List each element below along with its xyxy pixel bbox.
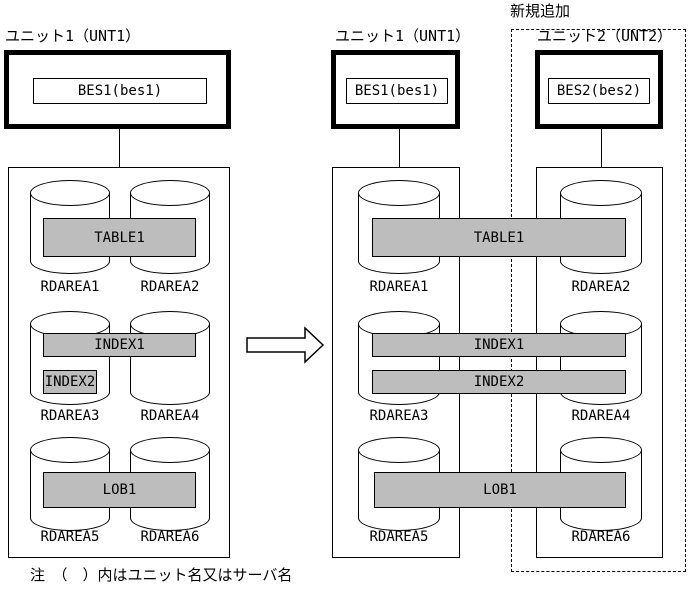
label-after-rdarea4: RDAREA4 xyxy=(571,408,631,424)
cylinder-rdarea4 xyxy=(130,311,210,405)
after-connector-line-unit1 xyxy=(399,104,400,167)
before-connector-line xyxy=(119,104,120,167)
after-unit2-label: ユニット2（UNT2） xyxy=(537,27,673,45)
before-band-index1: INDEX1 xyxy=(43,333,196,357)
label-rdarea4: RDAREA4 xyxy=(140,408,200,424)
label-after-rdarea2: RDAREA2 xyxy=(571,279,631,295)
before-unit-label: ユニット1（UNT1） xyxy=(5,27,141,45)
before-band-table1: TABLE1 xyxy=(43,218,196,257)
label-after-rdarea3: RDAREA3 xyxy=(369,408,429,424)
transition-arrow-icon xyxy=(246,326,325,364)
before-band-index2: INDEX2 xyxy=(43,370,97,394)
new-addition-label: 新規追加 xyxy=(510,2,571,20)
after-band-lob1: LOB1 xyxy=(374,472,626,508)
after-band-table1: TABLE1 xyxy=(372,218,626,257)
after-band-index2: INDEX2 xyxy=(372,370,626,394)
after-unit1-label: ユニット1（UNT1） xyxy=(335,27,471,45)
label-rdarea2: RDAREA2 xyxy=(140,279,200,295)
label-rdarea5: RDAREA5 xyxy=(40,529,100,545)
new-addition-dashed-box xyxy=(511,29,686,572)
figure-note: 注 （ ）内はユニット名又はサーバ名 xyxy=(30,566,293,584)
after-bes1-server-box: BES1(bes1) xyxy=(346,78,448,104)
after-connector-line-unit2 xyxy=(601,104,602,167)
label-rdarea3: RDAREA3 xyxy=(40,408,100,424)
after-band-index1: INDEX1 xyxy=(372,333,626,357)
before-band-lob1: LOB1 xyxy=(43,472,196,508)
label-after-rdarea5: RDAREA5 xyxy=(369,529,429,545)
label-after-rdarea6: RDAREA6 xyxy=(571,529,631,545)
before-bes-server-box: BES1(bes1) xyxy=(33,78,207,104)
label-rdarea1: RDAREA1 xyxy=(40,279,100,295)
label-after-rdarea1: RDAREA1 xyxy=(369,279,429,295)
after-bes2-server-box: BES2(bes2) xyxy=(548,78,650,104)
label-rdarea6: RDAREA6 xyxy=(140,529,200,545)
